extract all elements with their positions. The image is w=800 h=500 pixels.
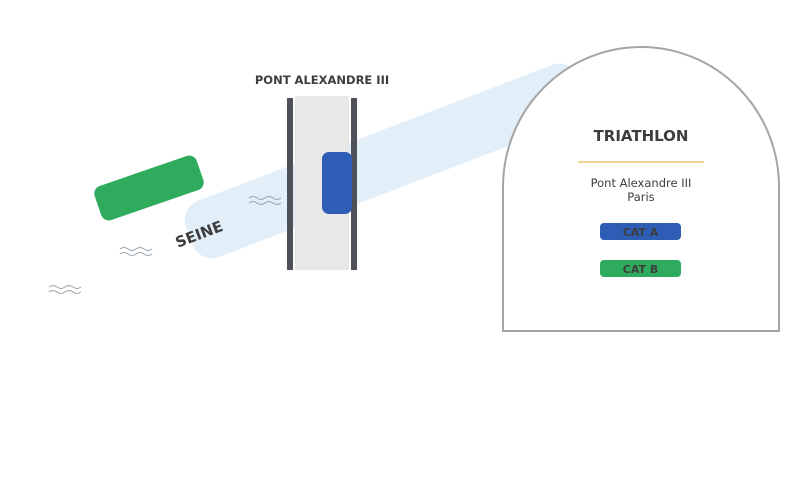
venue-city: Paris <box>627 190 654 204</box>
event-title: TRIATHLON <box>594 127 689 145</box>
legend-card-outline <box>502 46 780 332</box>
seine-river: SEINE <box>48 63 587 294</box>
legend-card: TRIATHLON Pont Alexandre III Paris CAT A… <box>502 46 780 332</box>
cat-b-swatch <box>600 260 681 277</box>
venue-name: Pont Alexandre III <box>591 176 692 190</box>
legend-item-cat-a[interactable]: CAT A <box>600 223 681 240</box>
section-cat-a[interactable] <box>322 152 352 214</box>
water-wave-icon <box>248 196 282 205</box>
bridge-label: PONT ALEXANDRE III <box>255 73 389 87</box>
legend-item-cat-b[interactable]: CAT B <box>600 260 681 277</box>
bridge-right-rail <box>351 98 357 270</box>
cat-a-swatch <box>600 223 681 240</box>
bridge-left-rail <box>287 98 293 270</box>
seine-river-shape <box>184 63 587 259</box>
cat-b-label: CAT B <box>623 263 658 276</box>
bridge-pont-alexandre-iii: PONT ALEXANDRE III <box>255 73 389 270</box>
section-cat-b[interactable] <box>92 153 206 222</box>
water-wave-icon <box>119 247 153 256</box>
cat-a-label: CAT A <box>623 226 659 239</box>
water-wave-icon <box>48 285 82 294</box>
